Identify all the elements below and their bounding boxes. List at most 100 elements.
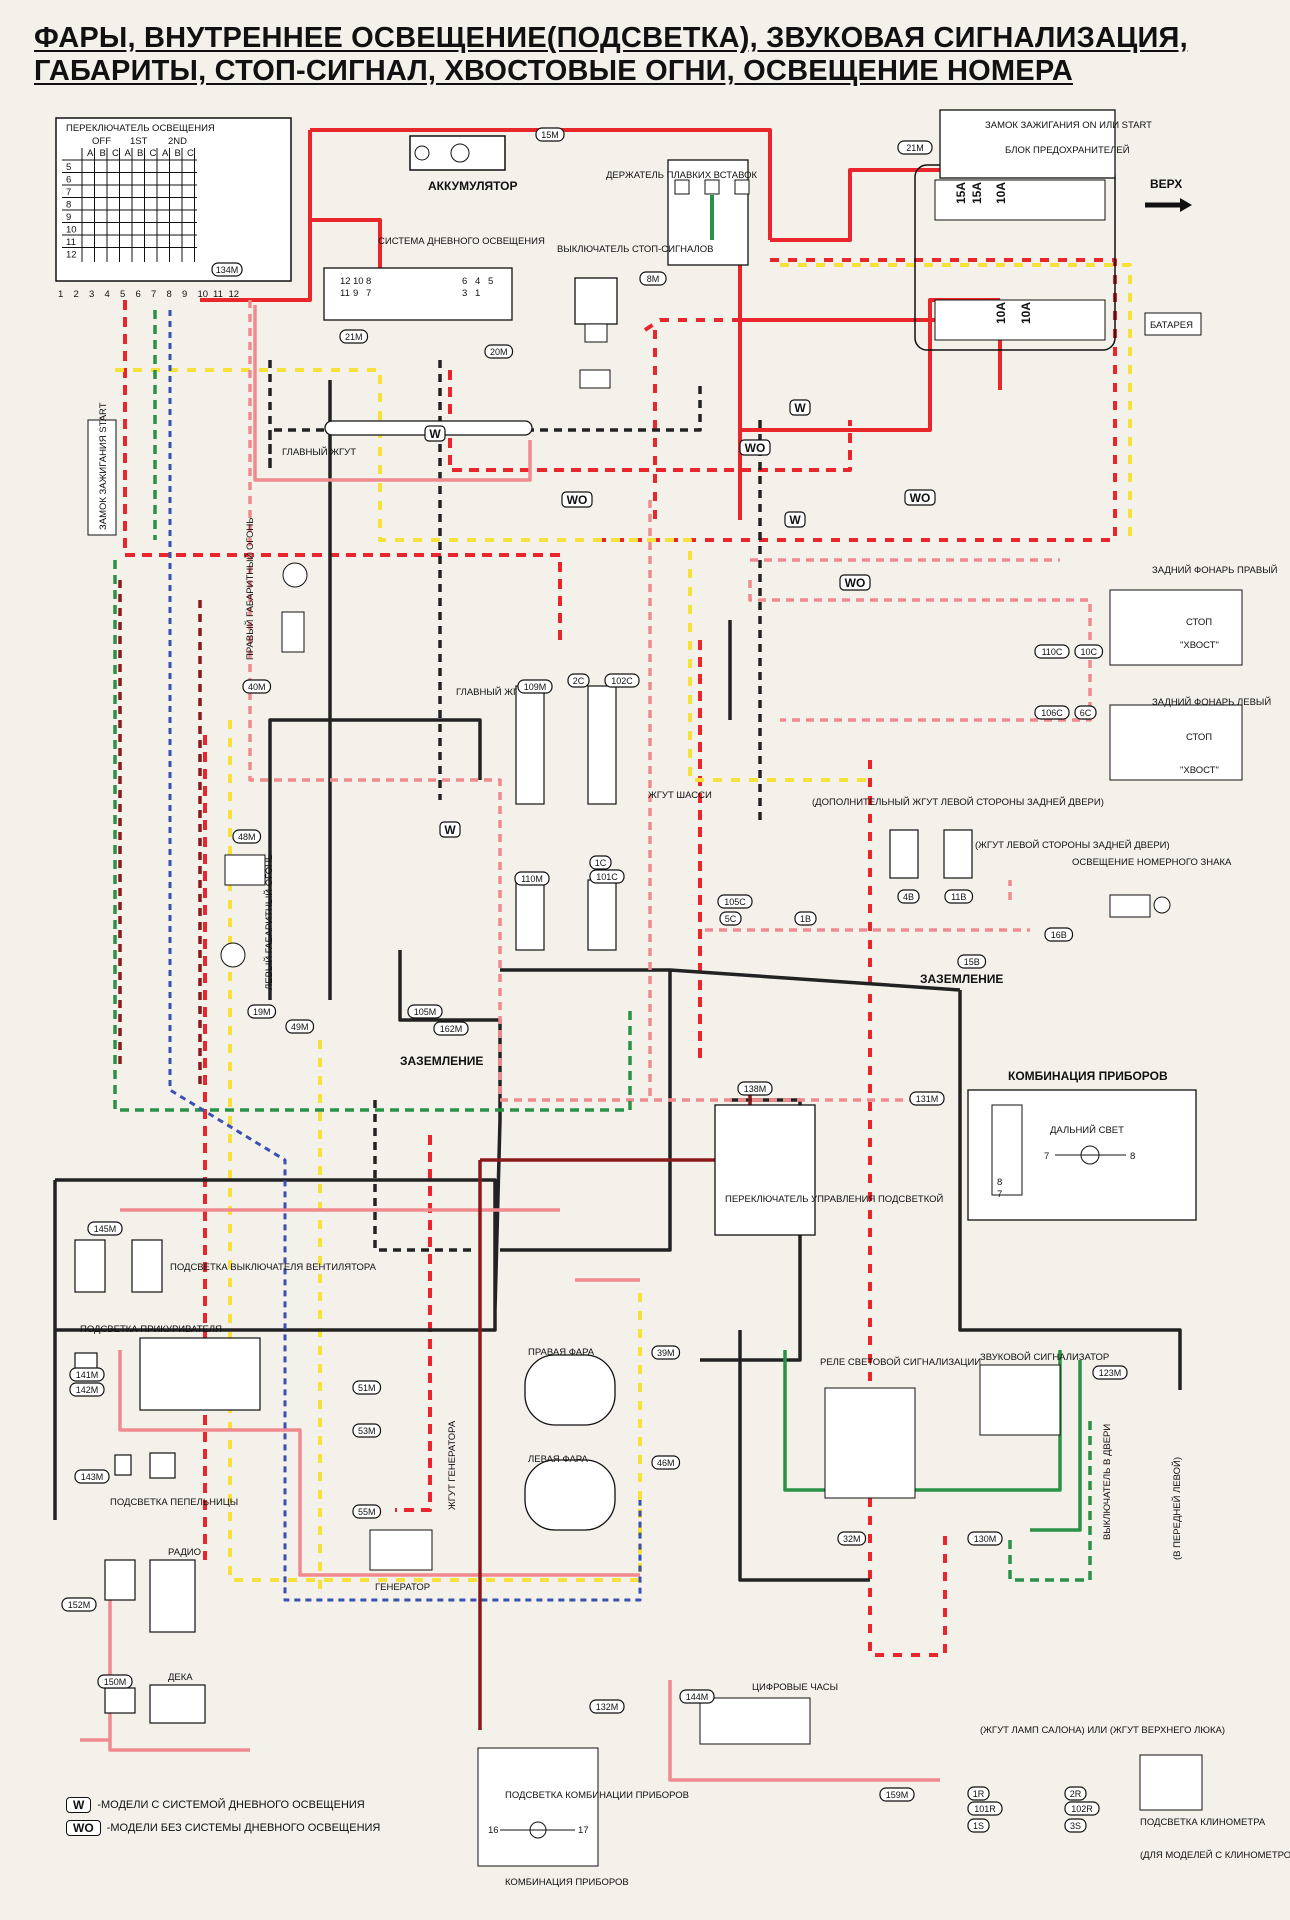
switch-row: 11 (66, 237, 76, 248)
wire-pink-dash (248, 300, 1092, 1102)
svg-text:141M: 141M (76, 1370, 99, 1380)
connector-tag: 132M (589, 1699, 625, 1714)
svg-text:1S: 1S (973, 1821, 984, 1831)
mark-box (784, 511, 806, 528)
fuse-block-label: БЛОК ПРЕДОХРАНИТЕЛЕЙ (1005, 144, 1130, 156)
connector-tag: 152M (61, 1597, 97, 1612)
switch-pin: 6 (136, 289, 141, 300)
ignition-start-box: ЗАМОК ЗАЖИГАНИЯ START (87, 402, 117, 536)
svg-text:ОСВЕЩЕНИЕ НОМЕРНОГО ЗНАКА: ОСВЕЩЕНИЕ НОМЕРНОГО ЗНАКА (1072, 857, 1232, 868)
switch-pin: 3 (89, 289, 94, 300)
connector-tag: 40M (242, 679, 272, 694)
svg-text:ПОДСВЕТКА КЛИНОМЕТРА: ПОДСВЕТКА КЛИНОМЕТРА (1140, 1817, 1266, 1828)
switch-pin: 9 (182, 289, 187, 300)
switch-pin: 10 (198, 289, 209, 300)
svg-text:КОМБИНАЦИЯ ПРИБОРОВ: КОМБИНАЦИЯ ПРИБОРОВ (505, 1877, 629, 1888)
svg-text:8: 8 (1130, 1151, 1135, 1162)
drl-pin: 1 (475, 288, 480, 299)
svg-text:ПРАВАЯ ФАРА: ПРАВАЯ ФАРА (528, 1347, 595, 1358)
fuse-label: 10A (994, 302, 1008, 324)
connector-tag: 131M (909, 1091, 945, 1106)
svg-text:49M: 49M (291, 1022, 309, 1032)
wire-red-dash (123, 300, 852, 1560)
connector-tag: 46M (651, 1455, 681, 1470)
fuse-label: 15A (970, 182, 984, 204)
main-harness-label-1: ГЛАВНЫЙ ЖГУТ (282, 446, 356, 458)
fuse-label: 10A (1019, 302, 1033, 324)
svg-text:1C: 1C (595, 858, 607, 868)
legend-wo-mark: WO (66, 1820, 101, 1836)
svg-text:110M: 110M (521, 874, 543, 884)
svg-text:8: 8 (997, 1177, 1002, 1188)
wire-black-dash (268, 360, 762, 1252)
svg-text:131M: 131M (916, 1094, 939, 1104)
connector-tag: 39M (651, 1345, 681, 1360)
drl-pin: 10 (353, 276, 364, 287)
switch-sub: B (137, 148, 143, 159)
up-label: ВЕРХ (1150, 177, 1182, 191)
svg-text:105C: 105C (724, 897, 746, 907)
dimmer-switch: ПЕРЕКЛЮЧАТЕЛЬ УПРАВЛЕНИЯ ПОДСВЕТКОЙ (714, 1104, 944, 1236)
svg-text:2R: 2R (1070, 1789, 1082, 1799)
svg-text:ПРАВЫЙ ГАБАРИТНЫЙ ОГОНЬ: ПРАВЫЙ ГАБАРИТНЫЙ ОГОНЬ (244, 518, 256, 660)
svg-text:ЖГУТ ГЕНЕРАТОРА: ЖГУТ ГЕНЕРАТОРА (447, 1420, 458, 1510)
wire-green-dash (113, 310, 1092, 1582)
cluster-light: ПОДСВЕТКА КОМБИНАЦИИ ПРИБОРОВ 16 17 КОМБ… (477, 1747, 689, 1888)
harness-connectors (515, 685, 973, 951)
switch-sub: B (100, 148, 106, 159)
mark-text: W (444, 823, 456, 837)
connector-tag: 110M (514, 871, 550, 886)
svg-text:СТОП: СТОП (1186, 617, 1212, 628)
battery-label: АККУМУЛЯТОР (428, 179, 518, 193)
svg-text:ПОДСВЕТКА ПЕПЕЛЬНИЦЫ: ПОДСВЕТКА ПЕПЕЛЬНИЦЫ (110, 1497, 238, 1508)
svg-text:6C: 6C (1080, 708, 1092, 718)
extra-harness-label: (ДОПОЛНИТЕЛЬНЫЙ ЖГУТ ЛЕВОЙ СТОРОНЫ ЗАДНЕ… (812, 796, 1104, 808)
svg-text:17: 17 (578, 1825, 589, 1836)
connector-tag: 159M (879, 1787, 915, 1802)
mark-box (424, 425, 446, 442)
svg-text:11B: 11B (951, 892, 966, 902)
switch-mode: 2ND (168, 136, 187, 147)
svg-text:123M: 123M (1099, 1368, 1122, 1378)
wire-red-main (200, 128, 1002, 520)
left-clearance: ЛЕВЫЙ ГАБАРИТНЫЙ ОГОНЬ (220, 854, 275, 990)
connector-tag: 142M (69, 1382, 105, 1397)
svg-text:КОМБИНАЦИЯ ПРИБОРОВ: КОМБИНАЦИЯ ПРИБОРОВ (1008, 1069, 1168, 1083)
svg-text:144M: 144M (686, 1692, 709, 1702)
connector-tag: 101C (589, 869, 625, 884)
svg-text:ЗАДНИЙ ФОНАРЬ ПРАВЫЙ: ЗАДНИЙ ФОНАРЬ ПРАВЫЙ (1152, 564, 1278, 576)
chassis-harness-label: ЖГУТ ШАССИ (648, 790, 712, 801)
connector-tag: 19M (247, 1004, 277, 1019)
headlights (524, 1354, 616, 1531)
switch-pin: 2 (74, 289, 79, 300)
svg-text:145M: 145M (94, 1224, 117, 1234)
svg-text:ЦИФРОВЫЕ ЧАСЫ: ЦИФРОВЫЕ ЧАСЫ (752, 1682, 838, 1693)
fuse-holder-label: ДЕРЖАТЕЛЬ ПЛАВКИХ ВСТАВОК (606, 170, 757, 181)
svg-text:8M: 8M (647, 274, 660, 284)
connector-tag: 3S (1064, 1818, 1087, 1833)
svg-text:1B: 1B (800, 914, 811, 924)
mark-text: WO (845, 576, 866, 590)
connector-tag: 141M (69, 1367, 105, 1382)
switch-sub: C (112, 148, 119, 159)
drl-pin: 4 (475, 276, 480, 287)
drl-pin: 7 (366, 288, 371, 299)
mark-text: W (794, 401, 806, 415)
switch-pin: 12 (229, 289, 240, 300)
wire-pink (80, 305, 940, 1782)
rear-right-lamp: ЗАДНИЙ ФОНАРЬ ПРАВЫЙ СТОП "ХВОСТ" (1109, 564, 1278, 666)
fuse-holder: ДЕРЖАТЕЛЬ ПЛАВКИХ ВСТАВОК (606, 159, 757, 266)
connector-tag: 2C (567, 673, 590, 688)
switch-sub: C (150, 148, 157, 159)
clock: ЦИФРОВЫЕ ЧАСЫ (699, 1682, 838, 1745)
svg-text:"ХВОСТ": "ХВОСТ" (1180, 640, 1219, 651)
connector-tag: 150M (97, 1674, 133, 1689)
svg-text:40M: 40M (248, 682, 266, 692)
svg-text:15M: 15M (541, 130, 559, 140)
svg-text:105M: 105M (414, 1007, 437, 1017)
wire-red-yellow (600, 258, 1117, 1657)
drl-pin: 9 (353, 288, 358, 299)
